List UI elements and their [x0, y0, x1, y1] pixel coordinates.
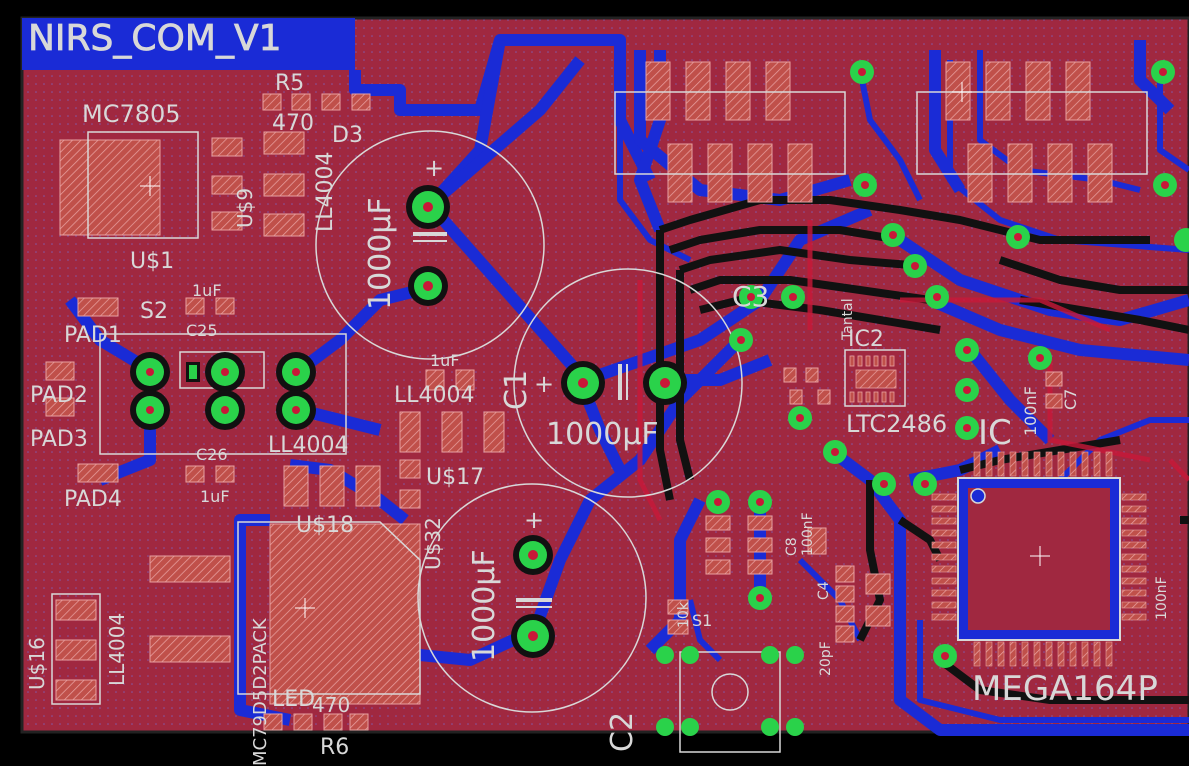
- label-ll4004-d: LL4004: [105, 613, 129, 686]
- label-r6-value: 470: [312, 693, 350, 717]
- label-ltc2486: LTC2486: [846, 410, 947, 438]
- label-ll4004-c: LL4004: [268, 433, 349, 458]
- label-c3: C3: [732, 280, 769, 313]
- label-cap-1000-a: 1000µF: [363, 197, 398, 310]
- label-r5: R5: [275, 71, 304, 96]
- svg-text:+: +: [534, 370, 554, 398]
- svg-text:+: +: [524, 506, 544, 534]
- label-c4: C4: [816, 581, 832, 600]
- label-ic: IC: [978, 413, 1012, 453]
- label-c26: C26: [196, 445, 228, 464]
- label-u32: U$32: [421, 517, 445, 570]
- label-pad2: PAD2: [30, 383, 88, 408]
- label-mc7805: MC7805: [82, 100, 181, 128]
- label-u17: U$17: [426, 465, 484, 490]
- label-d2pack: MC79D5D2PACK: [250, 617, 271, 766]
- silkscreen-labels: NIRS_COM_V1 MC7805 U$1 R5 470 D3 LL4004 …: [25, 18, 1170, 766]
- label-c8: C8: [784, 537, 800, 556]
- label-d3: D3: [332, 123, 363, 148]
- label-c7-value: 100nF: [1021, 386, 1040, 436]
- label-s2: S2: [140, 299, 168, 324]
- label-u1: U$1: [130, 249, 174, 274]
- label-ll4004-a: LL4004: [313, 151, 338, 232]
- smd-pads: [45, 61, 1113, 731]
- label-c7: C7: [1061, 389, 1080, 410]
- label-led: LED: [272, 687, 315, 712]
- label-u18: U$18: [296, 513, 354, 538]
- through-hole-pads: [130, 60, 1189, 736]
- label-20pf: 20pF: [818, 641, 834, 676]
- label-s1: S1: [692, 611, 712, 630]
- label-ll4004-b: LL4004: [394, 383, 475, 408]
- label-ic2: IC2: [848, 327, 884, 352]
- mega164p-chip: [931, 451, 1147, 667]
- label-c6-value: 1uF: [430, 351, 460, 370]
- label-tantal: Tantal: [840, 298, 856, 341]
- label-r5-value: 470: [272, 111, 314, 136]
- label-cap-1000-c: 1000µF: [467, 549, 502, 662]
- label-u16: U$16: [25, 637, 49, 690]
- board-title: NIRS_COM_V1: [28, 18, 281, 59]
- label-c25-value: 1uF: [192, 281, 222, 300]
- silkscreen-outlines: [51, 91, 1148, 753]
- label-right-100nf: 100nF: [1154, 576, 1170, 620]
- label-pad3: PAD3: [30, 427, 88, 452]
- label-c25: C25: [186, 321, 218, 340]
- svg-text:+: +: [424, 154, 444, 182]
- label-pad1: PAD1: [64, 323, 122, 348]
- label-mega164p: MEGA164P: [972, 669, 1158, 709]
- label-cap-1000-b: 1000µF: [546, 417, 659, 452]
- label-c1: C1: [499, 370, 534, 410]
- label-10k: 10k: [676, 601, 692, 628]
- label-r6: R6: [320, 735, 349, 760]
- label-u9: U$9: [233, 188, 257, 228]
- label-c2: C2: [605, 712, 640, 752]
- label-c26-value: 1uF: [200, 487, 230, 506]
- label-c8-value: 100nF: [800, 512, 816, 556]
- label-pad4: PAD4: [64, 487, 122, 512]
